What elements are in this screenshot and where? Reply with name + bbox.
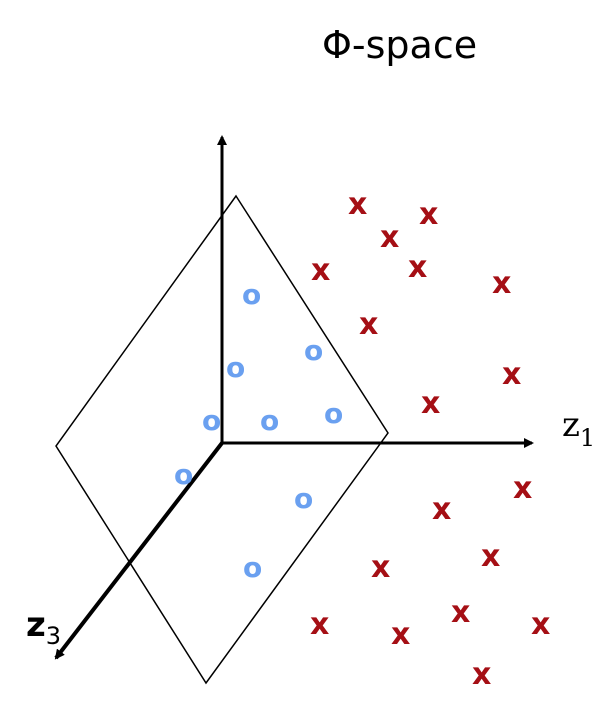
cross-point: x (359, 307, 378, 342)
cross-point: x (531, 607, 550, 642)
circle-point: o (294, 482, 313, 515)
cross-point: x (421, 386, 440, 421)
circle-points: o o o o o o o o o (174, 278, 343, 584)
cross-point: x (311, 253, 330, 288)
circle-point: o (226, 351, 245, 384)
cross-point: x (472, 657, 491, 692)
circle-point: o (202, 404, 221, 437)
cross-point: x (502, 357, 521, 392)
cross-point: x (513, 471, 532, 506)
z3-axis (54, 441, 224, 660)
cross-point: x (419, 197, 438, 232)
cross-point: x (371, 550, 390, 585)
circle-point: o (243, 551, 262, 584)
z3-axis-label: z3 (26, 605, 61, 650)
circle-point: o (174, 458, 193, 491)
separating-hyperplane (55, 194, 389, 685)
cross-point: x (391, 617, 410, 652)
cross-point: x (481, 539, 500, 574)
cross-point: x (348, 187, 367, 222)
circle-point: o (304, 334, 323, 367)
z1-axis-label: z1 (562, 405, 595, 452)
cross-point: x (408, 250, 427, 285)
cross-point: x (451, 595, 470, 630)
cross-point: x (432, 492, 451, 527)
cross-points: x x x x x x x x x x x x x x x x x x (310, 187, 550, 692)
circle-point: o (242, 278, 261, 311)
diagram-title: Φ-space (322, 23, 477, 67)
cross-point: x (380, 220, 399, 255)
cross-point: x (310, 607, 329, 642)
circle-point: o (260, 404, 279, 437)
cross-point: x (492, 266, 511, 301)
circle-point: o (324, 397, 343, 430)
